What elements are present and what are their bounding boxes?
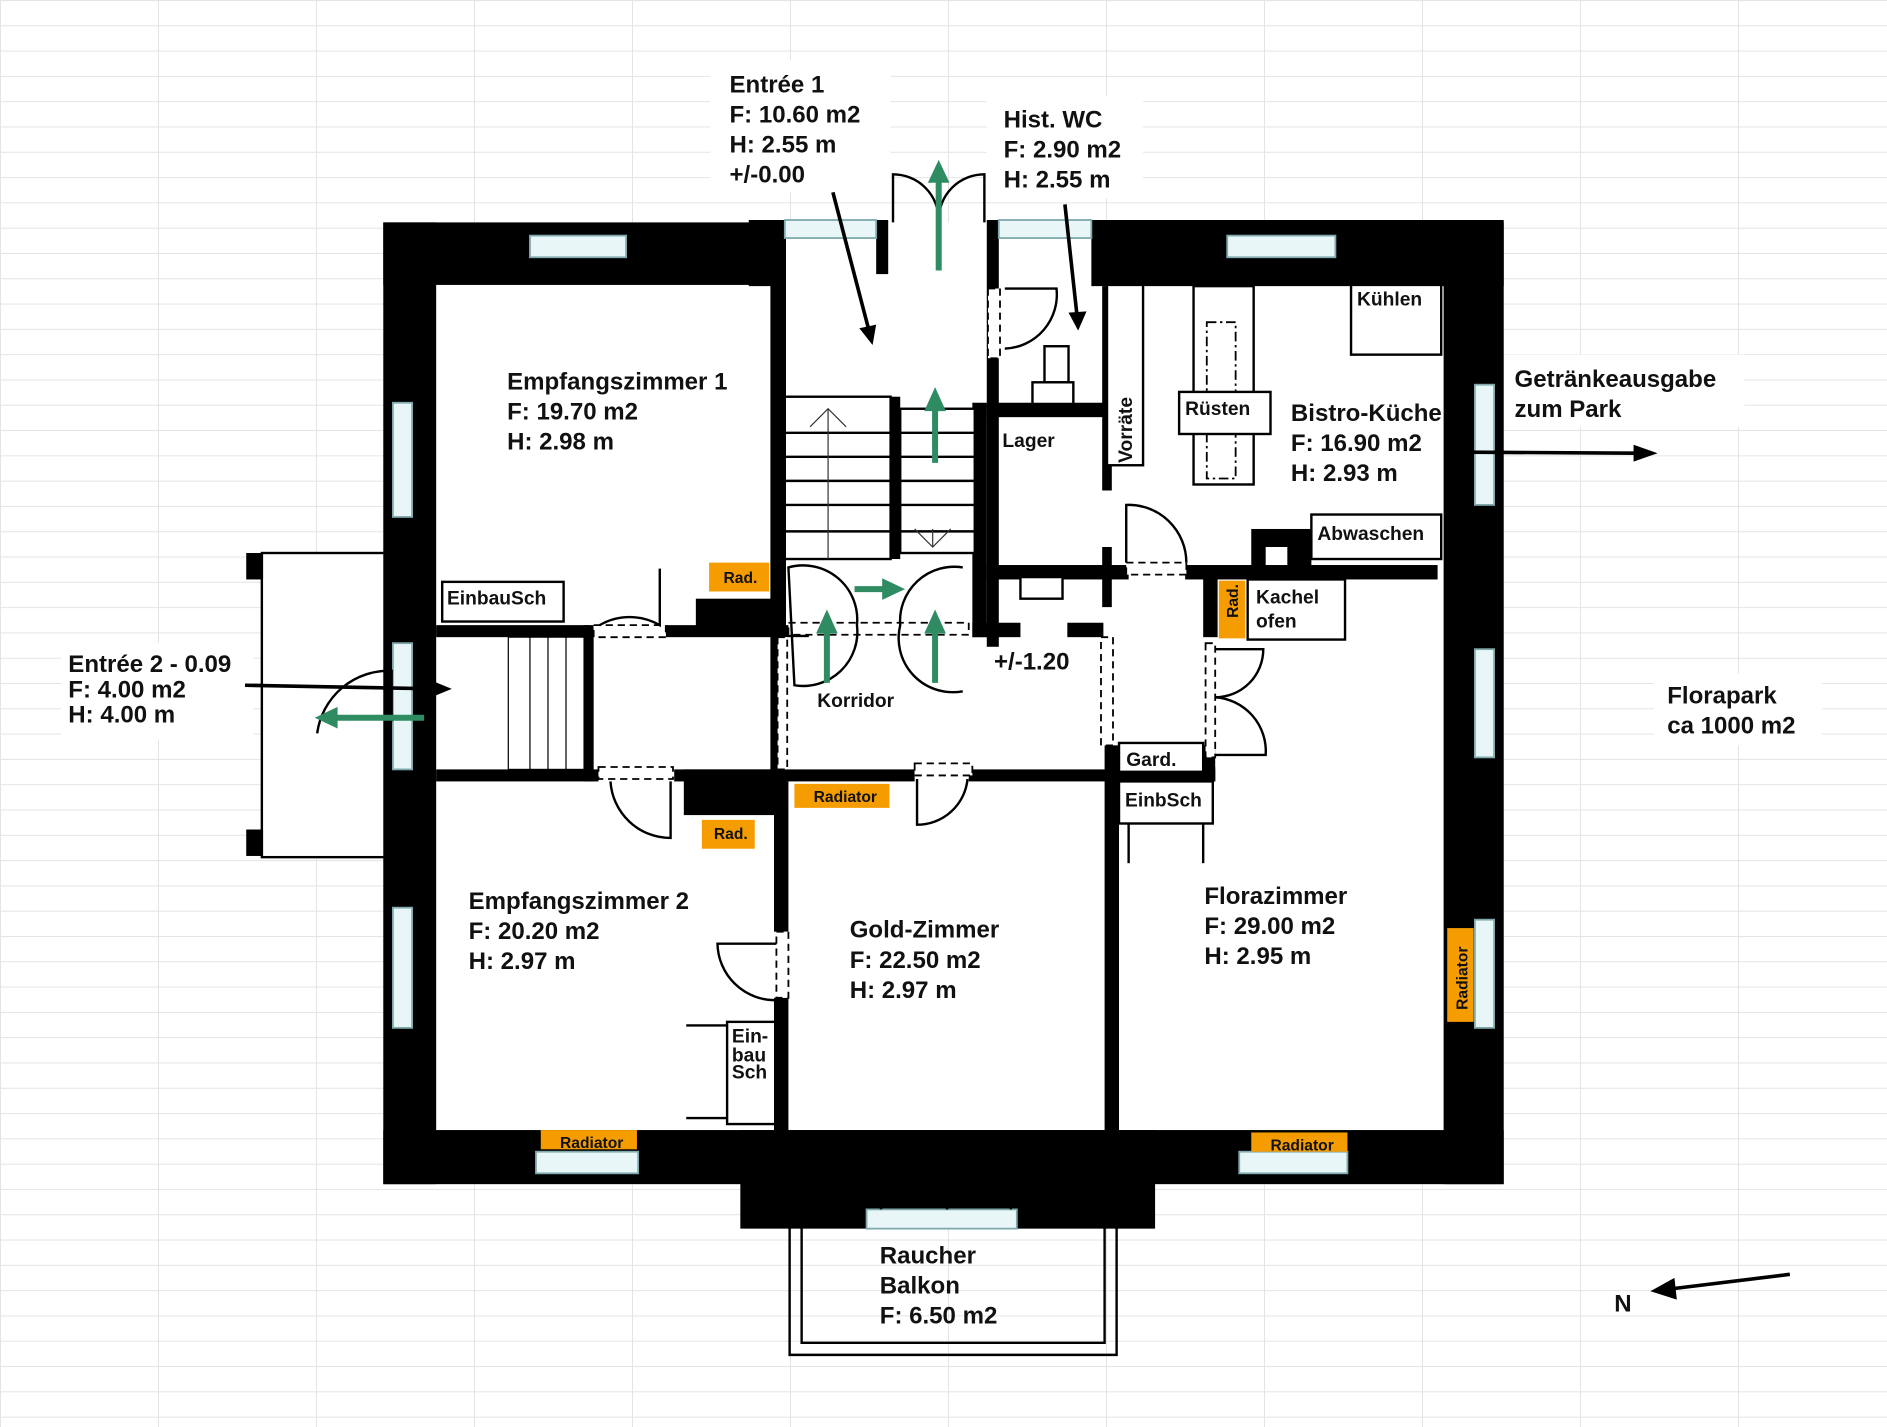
getraenke-label: Getränkeausgabe [1515,366,1717,393]
room-gold-zimmer: Gold-Zimmer F: 22.50 m2 H: 2.97 m [850,917,1000,1004]
doors [315,173,1267,1210]
radiator-label: Rad. [714,826,748,843]
room-height: H: 2.98 m [507,429,614,456]
kuehlen-label: Kühlen [1357,289,1422,310]
radiator-label: Radiator [1455,947,1472,1010]
entree2-porch [246,551,391,859]
windows [391,219,1496,1230]
room-name: Bistro-Küche [1291,400,1442,427]
room-name: Empfangszimmer 1 [507,369,727,396]
room-empfangszimmer-2: Empfangszimmer 2 F: 20.20 m2 H: 2.97 m [469,888,689,975]
room-name: Entrée 1 [730,72,825,99]
einbau-label: bau [732,1046,766,1067]
room-name: Empfangszimmer 2 [469,888,689,915]
ruesten-label: Rüsten [1185,399,1250,420]
room-area: F: 2.90 m2 [1004,136,1122,163]
room-entree1: Entrée 1 F: 10.60 m2 H: 2.55 m +/-0.00 [730,72,861,189]
room-name: Raucher [880,1243,976,1270]
labels: Getränkeausgabe zum Park Kühlen Rüsten V… [447,289,1796,1317]
radiator-label: Radiator [560,1135,623,1152]
garderobe-label: Gard. [1126,750,1176,771]
room-area: F: 4.00 m2 [68,676,186,703]
korridor-label: Korridor [817,691,894,712]
room-height: H: 4.00 m [68,702,175,729]
abwaschen-label: Abwaschen [1317,524,1424,545]
room-empfangszimmer-1: Empfangszimmer 1 F: 19.70 m2 H: 2.98 m [507,369,727,456]
room-height: H: 2.93 m [1291,460,1398,487]
radiators: Rad. Rad. Radiator Rad. Radiator Radiato… [540,562,1474,1154]
florapark-label: Florapark [1667,682,1777,709]
room-area: F: 20.20 m2 [469,918,600,945]
florapark-label: ca 1000 m2 [1667,712,1795,739]
room-bistro-kueche: Bistro-Küche F: 16.90 m2 H: 2.93 m [1291,400,1442,487]
getraenke-label: zum Park [1515,396,1622,423]
room-raucher-balkon: Raucher Balkon F: 6.50 m2 [880,1243,998,1330]
room-florazimmer: Florazimmer F: 29.00 m2 H: 2.95 m [1204,883,1347,970]
vorraete-label: Vorräte [1116,397,1137,463]
lager-label: Lager [1002,431,1055,452]
room-height: H: 2.55 m [1004,167,1111,194]
room-hist-wc: Hist. WC F: 2.90 m2 H: 2.55 m [1004,106,1122,193]
room-height: H: 2.95 m [1204,943,1311,970]
room-name: Hist. WC [1004,106,1103,133]
einbsch-label: EinbSch [1125,791,1202,812]
kachelofen-label: ofen [1256,612,1297,633]
north-label: N [1614,1291,1631,1318]
radiator-label: Radiator [1270,1137,1333,1154]
room-area: F: 16.90 m2 [1291,430,1422,457]
room-name: Florazimmer [1204,883,1347,910]
room-level: +/-0.00 [730,162,805,189]
kachelofen-label: Kachel [1256,587,1319,608]
pointer-arrows [244,191,1791,1300]
radiator-label: Rad. [1225,584,1242,618]
balcony [788,1214,1118,1357]
room-name: Gold-Zimmer [850,917,1000,944]
radiator-label: Radiator [814,789,877,806]
room-area: F: 6.50 m2 [880,1303,998,1330]
room-height: H: 2.97 m [850,977,957,1004]
einbau-label: Ein- [732,1026,768,1047]
room-height: H: 2.55 m [730,132,837,159]
level-label: +/-1.20 [994,649,1069,676]
room-area: F: 19.70 m2 [507,399,638,426]
radiator-label: Rad. [723,570,757,587]
room-area: F: 22.50 m2 [850,947,981,974]
room-entree2: Entrée 2 - 0.09 F: 4.00 m2 H: 4.00 m [68,651,231,728]
room-name: Balkon [880,1273,960,1300]
exit-arrows [314,159,950,729]
radiator [709,562,770,592]
room-area: F: 10.60 m2 [730,102,861,129]
room-height: H: 2.97 m [469,948,576,975]
kuehlen-box [1349,283,1443,356]
room-area: F: 29.00 m2 [1204,913,1335,940]
stairs [507,395,976,771]
fixtures [440,283,1443,1126]
einbau-label: Sch [732,1062,767,1083]
room-name: Entrée 2 - 0.09 [68,651,231,678]
einbausch-label: EinbauSch [447,589,546,610]
